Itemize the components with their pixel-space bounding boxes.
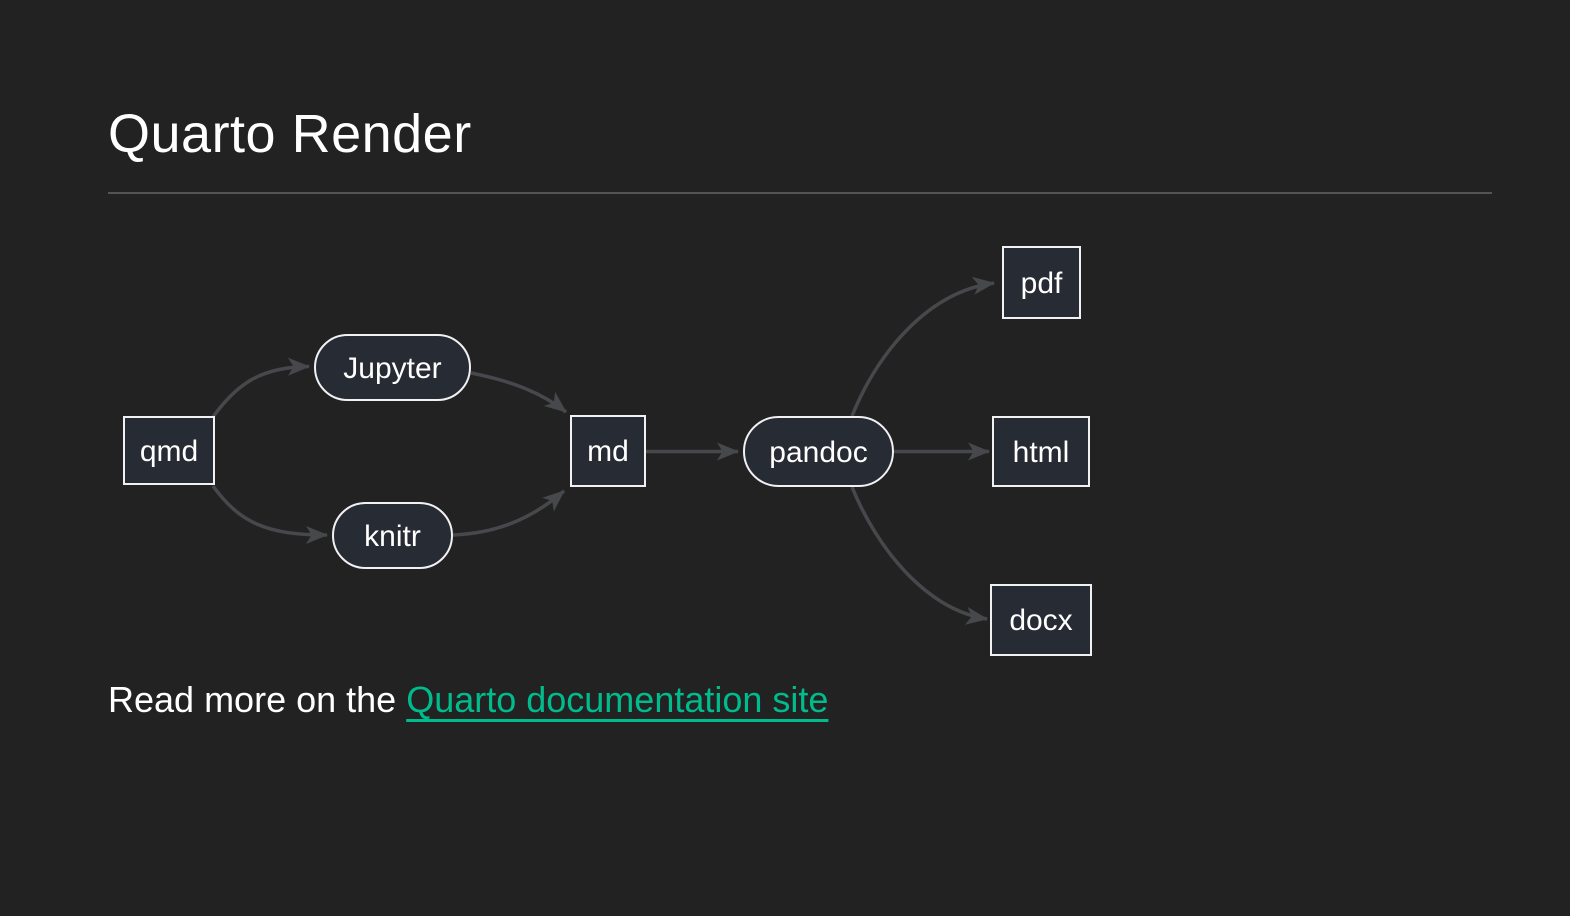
quarto-documentation-link[interactable]: Quarto documentation site	[406, 679, 829, 720]
node-qmd: qmd	[123, 416, 215, 485]
page-title: Quarto Render	[108, 104, 472, 164]
node-pdf: pdf	[1002, 246, 1081, 319]
edge-knitr-md	[452, 489, 566, 537]
node-qmd-label: qmd	[140, 435, 198, 468]
edge-jupyter-md	[470, 371, 568, 414]
node-md-label: md	[587, 435, 629, 468]
flowchart-edges	[211, 276, 995, 625]
read-more-prefix: Read more on the	[108, 679, 407, 720]
title-divider	[108, 192, 1492, 194]
read-more-text: Read more on the Quarto documentation si…	[108, 678, 828, 721]
node-md: md	[570, 415, 646, 487]
node-docx: docx	[990, 584, 1092, 656]
render-flowchart: qmd Jupyter knitr md pandoc pdf html	[123, 246, 1092, 656]
node-pdf-label: pdf	[1021, 267, 1063, 300]
node-jupyter: Jupyter	[314, 334, 471, 401]
flowchart-nodes: qmd Jupyter knitr md pandoc pdf html	[123, 246, 1092, 656]
edge-pandoc-pdf	[850, 276, 995, 417]
node-pandoc-label: pandoc	[769, 436, 867, 469]
node-docx-label: docx	[1009, 604, 1072, 637]
edge-pandoc-docx	[850, 486, 988, 625]
edge-qmd-jupyter	[211, 357, 310, 419]
node-pandoc: pandoc	[743, 416, 894, 487]
node-knitr: knitr	[332, 502, 453, 569]
node-jupyter-label: Jupyter	[343, 352, 441, 385]
node-knitr-label: knitr	[364, 520, 421, 553]
node-html: html	[992, 416, 1090, 487]
edge-qmd-knitr	[211, 484, 328, 544]
node-html-label: html	[1013, 436, 1070, 469]
